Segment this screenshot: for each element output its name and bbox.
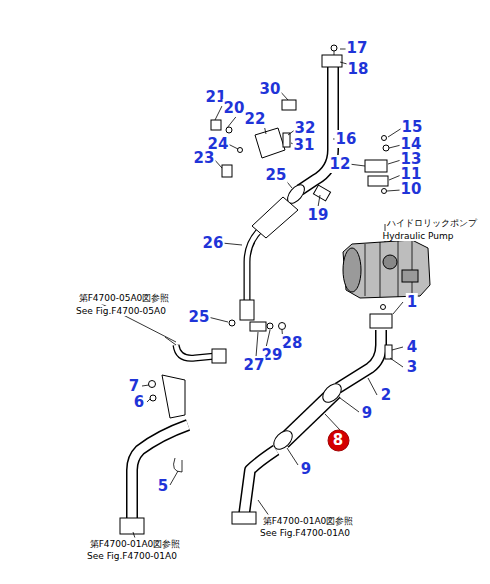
callout-number: 26	[202, 234, 225, 252]
callout-number: 2	[380, 386, 392, 404]
callout-number: 30	[259, 80, 282, 98]
callout-number: 28	[281, 334, 304, 352]
callout-number: 17	[346, 39, 369, 57]
callout-number: 10	[400, 180, 423, 198]
callout-number: 25	[265, 166, 288, 184]
callout-number: 20	[223, 99, 246, 117]
callout-number: 16	[335, 130, 358, 148]
callout-number: 31	[293, 136, 316, 154]
callout-number: 25	[188, 308, 211, 326]
callout-number: 32	[294, 119, 317, 137]
callout-number: 22	[244, 110, 267, 128]
callout-number: 4	[406, 338, 418, 356]
reference-note: 第F4700-01A0図参照	[89, 538, 182, 551]
reference-note: See Fig.F4700-01A0	[86, 551, 178, 561]
callout-circle	[328, 430, 349, 451]
reference-note: Hydraulic Pump	[382, 231, 455, 241]
callout-number: 9	[300, 460, 312, 478]
callout-number: 1	[406, 293, 418, 311]
reference-note: See Fig.F4700-01A0	[259, 528, 351, 538]
reference-note: ハイドロリックポンプ	[386, 217, 478, 230]
callout-number: 6	[133, 393, 145, 411]
hydraulic-pump	[343, 240, 430, 298]
callout-number: 9	[361, 404, 373, 422]
highlighted-callout: 8	[327, 429, 350, 452]
callout-number: 8	[333, 433, 343, 448]
callout-number: 15	[401, 118, 424, 136]
callout-number: 23	[193, 149, 216, 167]
reference-note: 第F4700-01A0図参照	[262, 515, 355, 528]
reference-note: See Fig.F4700-05A0	[75, 306, 167, 316]
callout-number: 12	[329, 155, 352, 173]
callout-number: 3	[406, 358, 418, 376]
reference-note: 第F4700-05A0図参照	[78, 292, 171, 305]
callout-number: 27	[243, 356, 266, 374]
callout-number: 19	[307, 206, 330, 224]
callout-number: 5	[157, 477, 169, 495]
callout-number: 18	[347, 60, 370, 78]
